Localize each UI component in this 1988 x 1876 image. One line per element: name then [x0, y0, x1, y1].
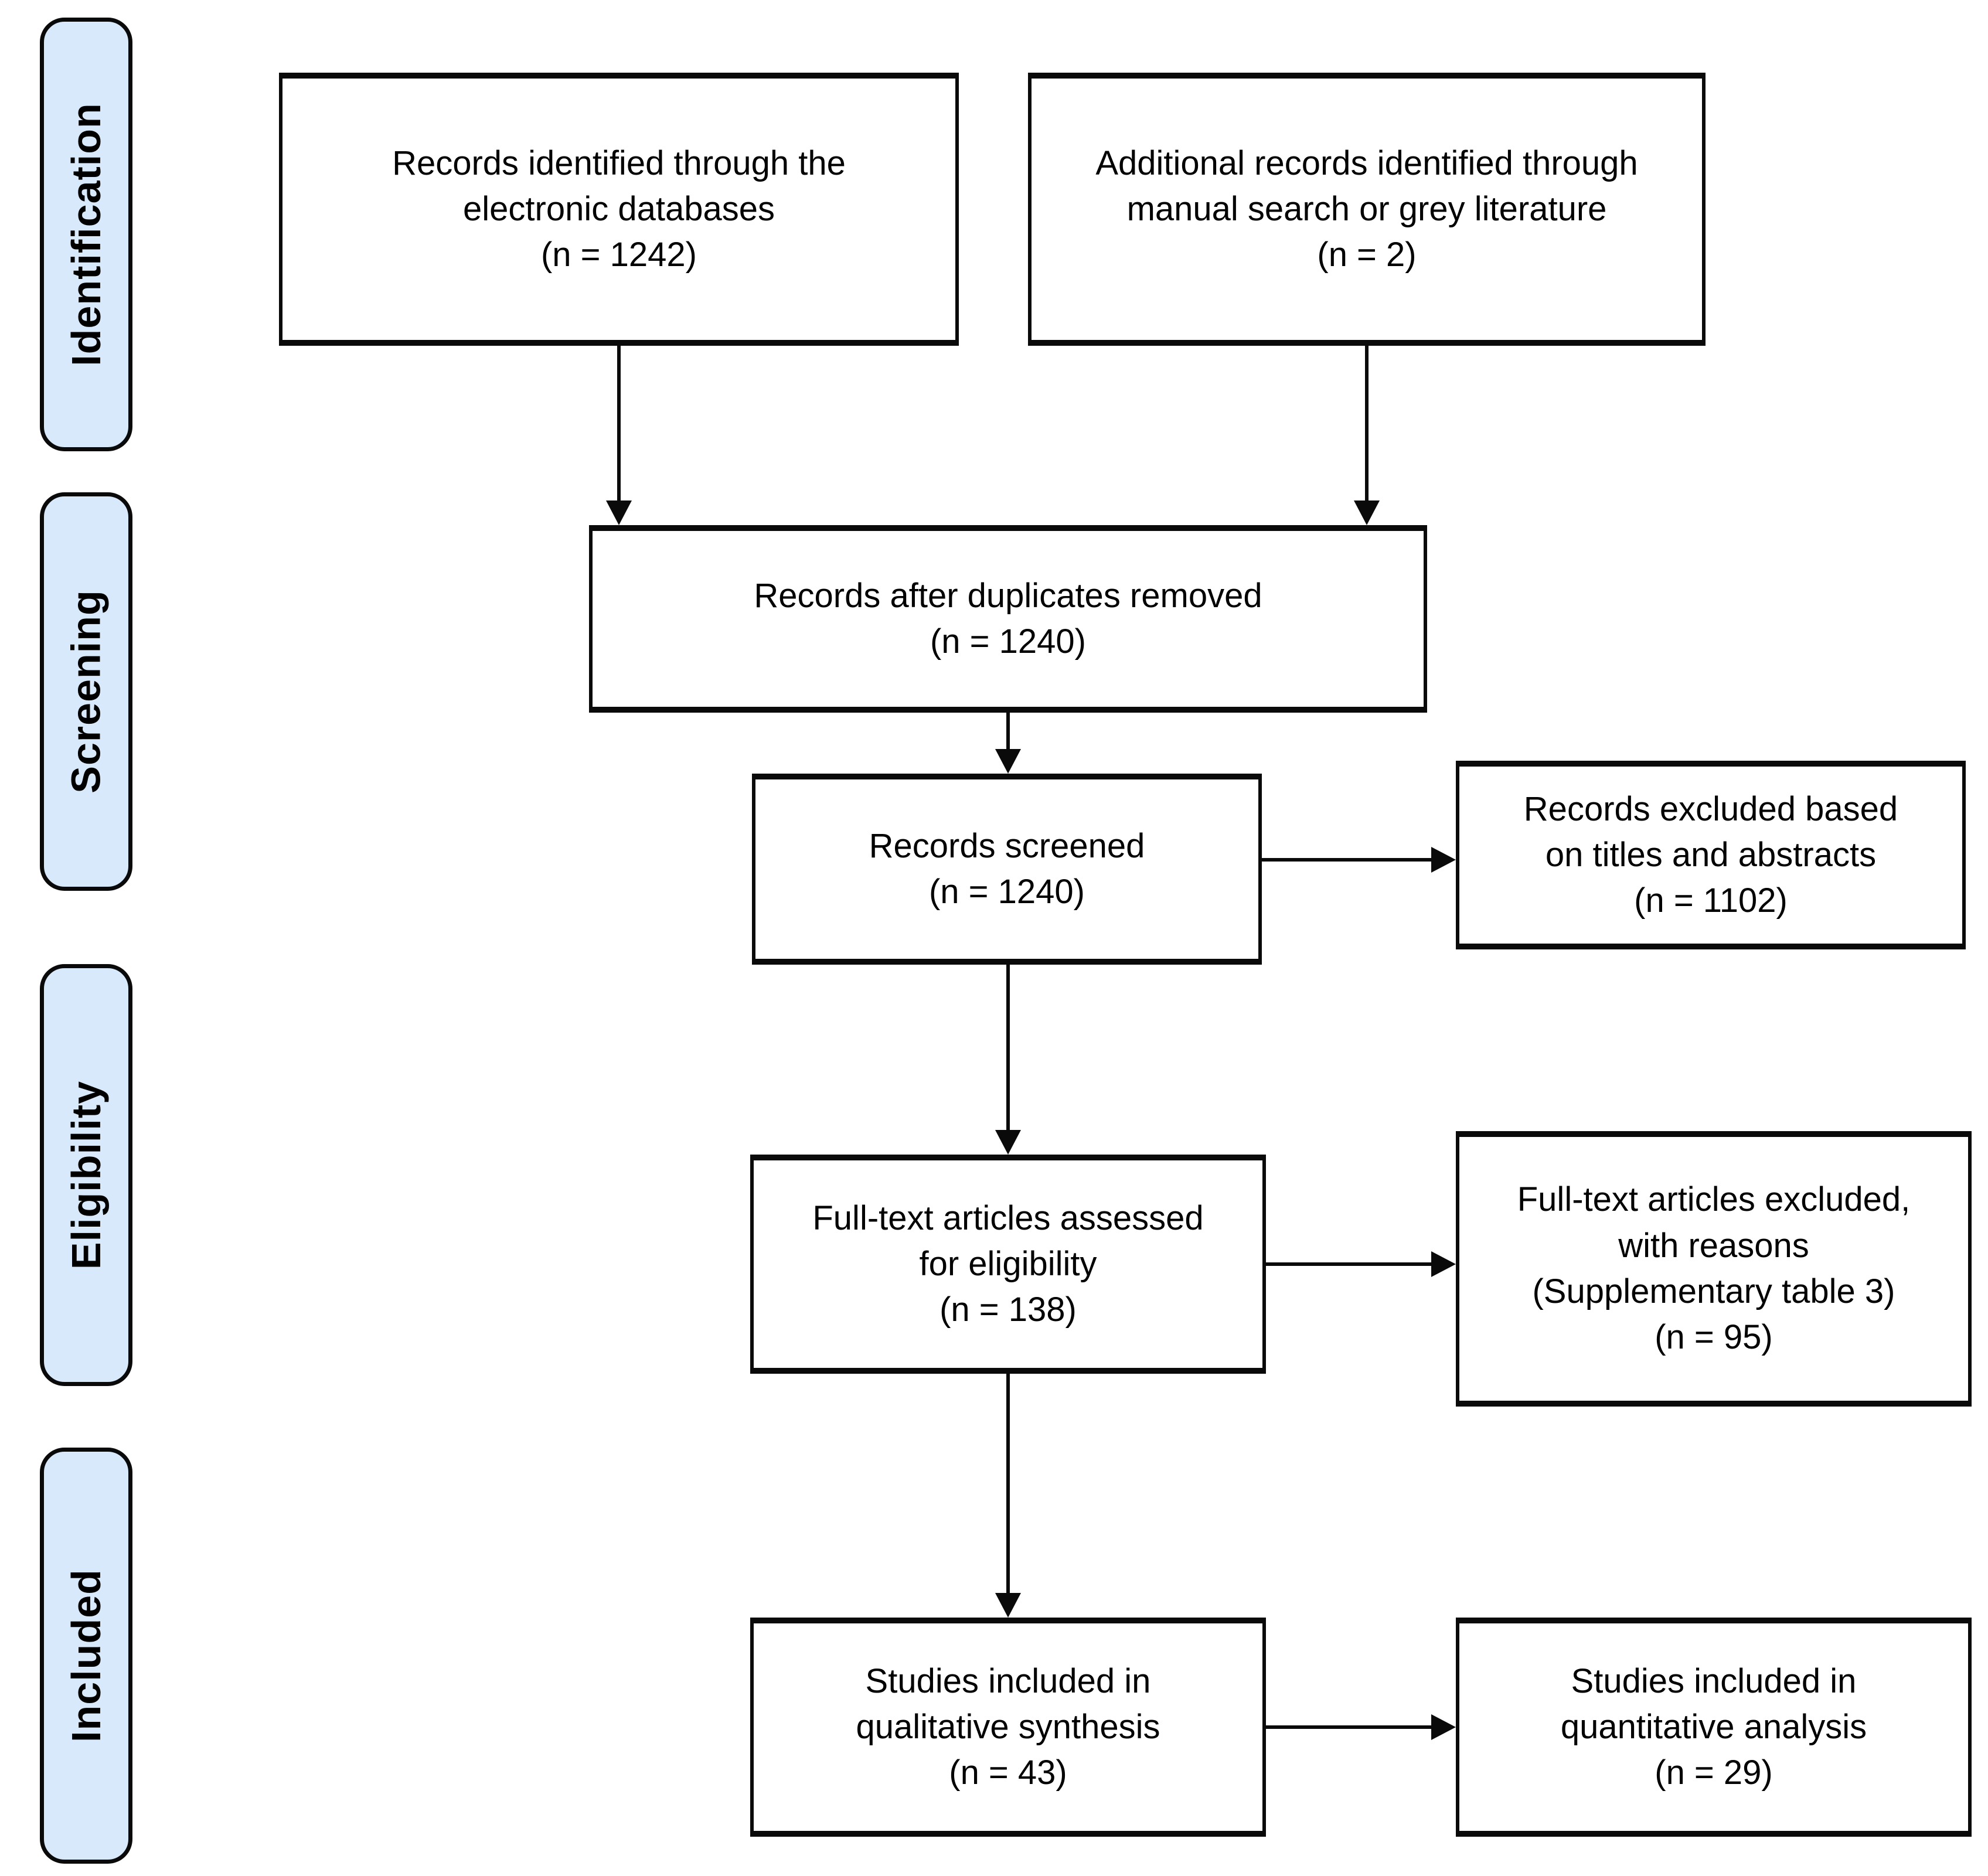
arrow-qualitative-to-quantitative-line — [1266, 1725, 1431, 1729]
arrow-qualitative-to-quantitative-head — [1431, 1714, 1456, 1740]
node-records-screened-text: Records screened (n = 1240) — [869, 826, 1145, 911]
arrow-fulltext-to-qualitative-line — [1006, 1374, 1010, 1593]
arrow-duplicates-to-screened-line — [1006, 713, 1010, 749]
node-records-after-duplicates: Records after duplicates removed (n = 12… — [589, 525, 1427, 713]
node-records-identified-text: Records identified through the electroni… — [392, 144, 846, 274]
arrow-identified-to-duplicates-line — [617, 346, 621, 501]
node-fulltext-excluded-text: Full-text articles excluded, with reason… — [1517, 1180, 1911, 1357]
arrow-screened-to-excluded-head — [1431, 847, 1456, 873]
stage-label-eligibility-text: Eligibility — [63, 1080, 110, 1270]
stage-label-screening-text: Screening — [63, 590, 110, 794]
arrow-fulltext-to-qualitative-head — [995, 1593, 1021, 1618]
node-fulltext-assessed-text: Full-text articles assessed for eligibil… — [812, 1199, 1204, 1329]
node-studies-quantitative: Studies included in quantitative analysi… — [1456, 1618, 1972, 1837]
node-records-screened: Records screened (n = 1240) — [752, 774, 1262, 965]
arrow-fulltext-to-excluded-line — [1266, 1262, 1431, 1266]
arrow-duplicates-to-screened-head — [995, 749, 1021, 774]
node-studies-quantitative-text: Studies included in quantitative analysi… — [1560, 1661, 1867, 1792]
stage-label-identification: Identification — [40, 18, 132, 451]
node-records-excluded: Records excluded based on titles and abs… — [1456, 761, 1966, 949]
node-records-identified: Records identified through the electroni… — [279, 73, 959, 346]
stage-label-included: Included — [40, 1448, 132, 1864]
stage-label-identification-text: Identification — [63, 103, 109, 366]
arrow-fulltext-to-excluded-head — [1431, 1251, 1456, 1277]
node-studies-qualitative-text: Studies included in qualitative synthesi… — [856, 1661, 1160, 1792]
node-fulltext-assessed: Full-text articles assessed for eligibil… — [750, 1155, 1266, 1374]
arrow-additional-to-duplicates-line — [1365, 346, 1369, 501]
arrow-additional-to-duplicates-head — [1354, 501, 1380, 525]
stage-label-eligibility: Eligibility — [40, 964, 132, 1386]
stage-label-included-text: Included — [63, 1569, 110, 1742]
node-fulltext-excluded: Full-text articles excluded, with reason… — [1456, 1131, 1972, 1407]
arrow-identified-to-duplicates-head — [606, 501, 632, 525]
node-additional-records-text: Additional records identified through ma… — [1095, 144, 1638, 274]
stage-label-screening: Screening — [40, 492, 132, 891]
node-records-after-duplicates-text: Records after duplicates removed (n = 12… — [754, 576, 1262, 660]
arrow-screened-to-fulltext-head — [995, 1130, 1021, 1155]
arrow-screened-to-fulltext-line — [1006, 965, 1010, 1130]
node-studies-qualitative: Studies included in qualitative synthesi… — [750, 1618, 1266, 1837]
node-additional-records: Additional records identified through ma… — [1028, 73, 1706, 346]
arrow-screened-to-excluded-line — [1262, 858, 1431, 862]
node-records-excluded-text: Records excluded based on titles and abs… — [1523, 789, 1898, 920]
